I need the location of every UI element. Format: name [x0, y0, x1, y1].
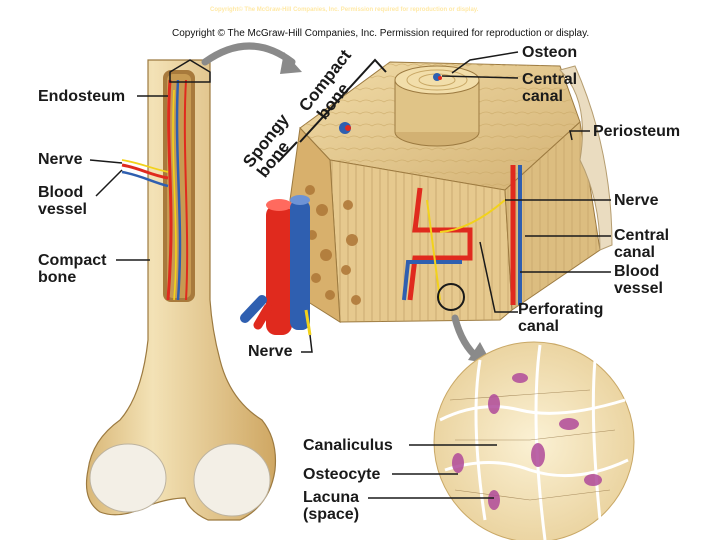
- label-lacuna-1: Lacuna: [303, 489, 360, 506]
- label-endosteum: Endosteum: [38, 88, 126, 105]
- faint-copyright-notice: Copyright© The McGraw-Hill Companies, In…: [210, 7, 479, 13]
- label-blood-vessel-left-1: Blood: [38, 184, 84, 201]
- label-central-canal-top-2: canal: [522, 88, 563, 105]
- label-blood-vessel-right-2: vessel: [614, 280, 663, 297]
- label-perforating-canal-2: canal: [518, 318, 559, 335]
- label-periosteum: Periosteum: [593, 123, 681, 140]
- label-lacuna-2: (space): [303, 506, 360, 523]
- leader-lines: [89, 51, 611, 499]
- label-canaliculus: Canaliculus: [303, 437, 393, 454]
- label-nerve-bottom: Nerve: [248, 343, 293, 360]
- label-blood-vessel-left-2: vessel: [38, 201, 87, 218]
- copyright-notice: Copyright © The McGraw-Hill Companies, I…: [172, 28, 590, 39]
- label-nerve-left: Nerve: [38, 151, 83, 168]
- label-osteocyte: Osteocyte: [303, 466, 381, 483]
- label-blood-vessel-right-1: Blood: [614, 263, 660, 280]
- label-nerve-right: Nerve: [614, 192, 659, 209]
- label-compact-bone-left-2: bone: [38, 269, 77, 286]
- label-osteon: Osteon: [522, 44, 578, 61]
- label-central-canal-right-2: canal: [614, 244, 655, 261]
- zoom-arrow-top: [201, 42, 296, 66]
- osteocyte-micrograph: [433, 341, 635, 543]
- compact-bone-block: [240, 61, 613, 336]
- long-bone: [85, 59, 277, 521]
- label-perforating-canal-1: Perforating: [518, 301, 604, 318]
- label-central-canal-top-1: Central: [522, 71, 578, 88]
- label-central-canal-right-1: Central: [614, 227, 670, 244]
- label-compact-bone-left-1: Compact: [38, 252, 107, 269]
